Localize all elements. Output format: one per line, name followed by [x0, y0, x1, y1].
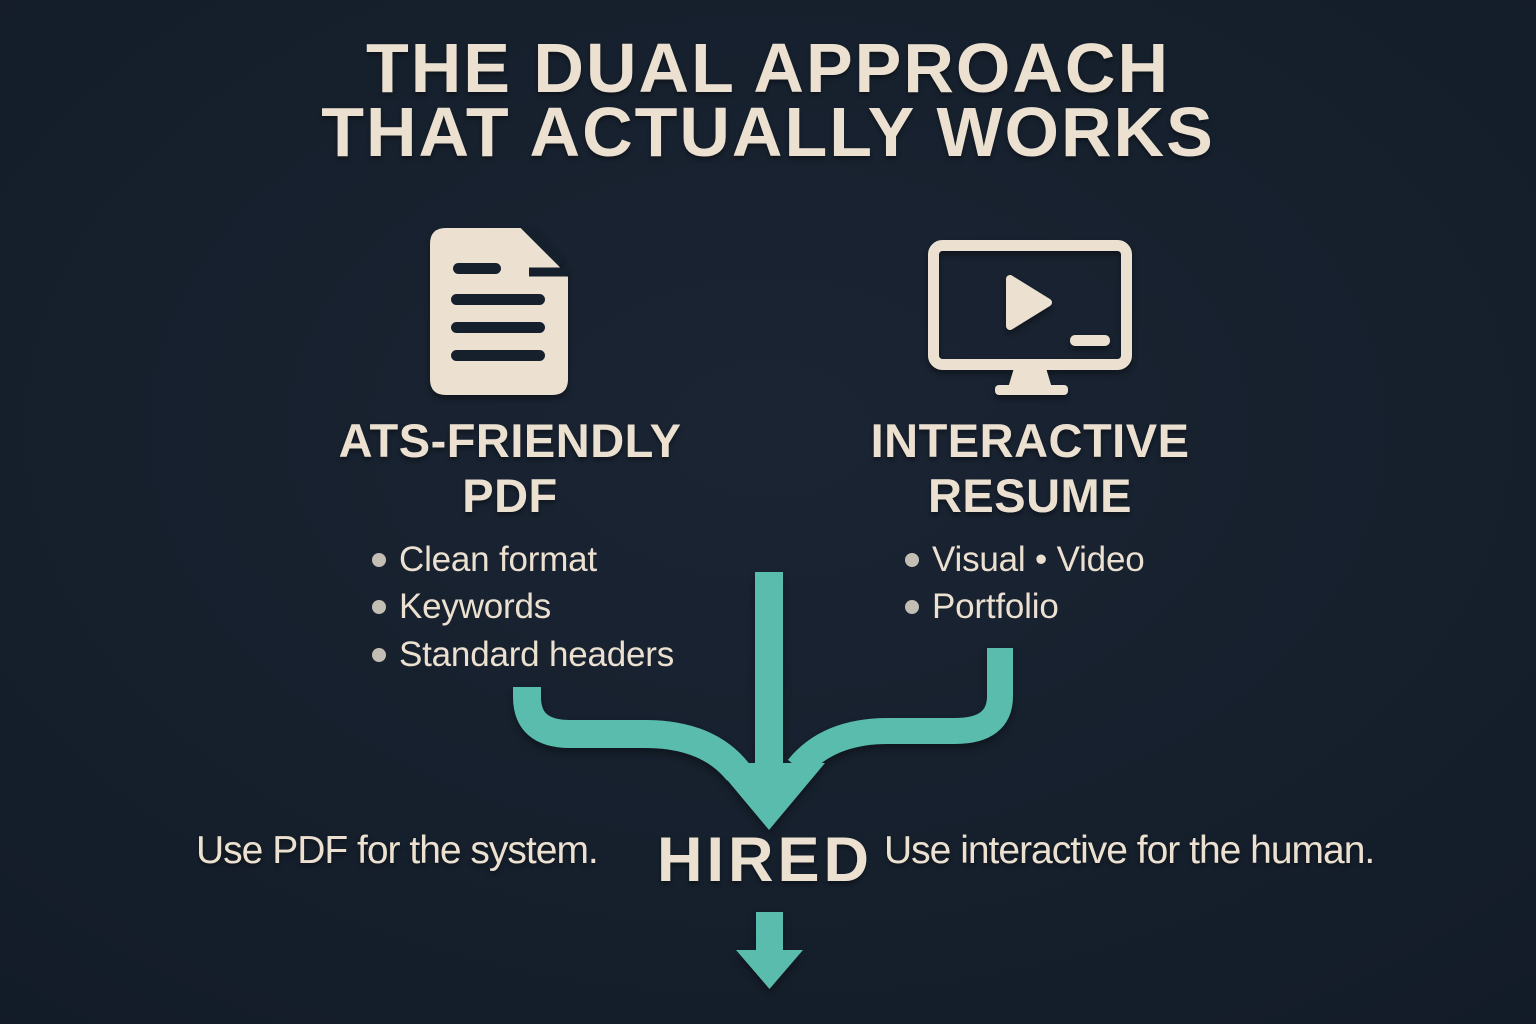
bullet-dot [905, 600, 919, 615]
document-icon [430, 227, 568, 395]
caption-interactive-human: Use interactive for the human. [884, 829, 1375, 872]
bullet-text: Keywords [399, 587, 552, 627]
merge-left-branch [513, 687, 749, 782]
video-monitor-icon [928, 240, 1132, 395]
interactive-heading-line-2: RESUME [927, 469, 1133, 522]
ats-heading-line-2: PDF [462, 469, 558, 522]
list-item: Clean format [372, 536, 674, 584]
title-line-1: THE DUAL APPROACH [365, 29, 1171, 107]
title-line-2: THAT ACTUALLY WORKS [321, 93, 1215, 171]
list-item: Visual • Video [905, 536, 1145, 584]
list-item: Portfolio [905, 584, 1144, 632]
play-icon [1006, 275, 1052, 330]
column-heading-ats-pdf: ATS-FRIENDLY PDF [310, 413, 710, 523]
bullet-text: Portfolio [932, 587, 1059, 627]
bullet-dot [905, 552, 919, 567]
merge-right-branch [787, 648, 1013, 777]
bullet-dot [372, 552, 386, 567]
bullet-text: Standard headers [399, 634, 675, 674]
down-arrow-icon [736, 912, 803, 989]
bullet-dot [372, 600, 386, 615]
bullet-text: Clean format [399, 539, 597, 579]
page-title: THE DUAL APPROACH THAT ACTUALLY WORKS [0, 29, 1536, 171]
interactive-heading-line-1: INTERACTIVE [870, 414, 1190, 467]
interactive-resume-bullet-list: Visual • Video Portfolio [905, 536, 1145, 632]
list-item: Standard headers [372, 631, 674, 679]
list-item: Keywords [372, 584, 674, 632]
ats-heading-line-1: ATS-FRIENDLY [338, 414, 682, 467]
ats-pdf-bullet-list: Clean format Keywords Standard headers [372, 536, 674, 679]
bullet-dot [372, 647, 386, 662]
caption-pdf-system: Use PDF for the system. [196, 829, 599, 872]
column-heading-interactive-resume: INTERACTIVE RESUME [830, 413, 1230, 523]
bullet-text: Visual • Video [932, 539, 1145, 579]
merge-arrowhead-icon [713, 763, 825, 830]
hired-label: HIRED [656, 825, 873, 895]
